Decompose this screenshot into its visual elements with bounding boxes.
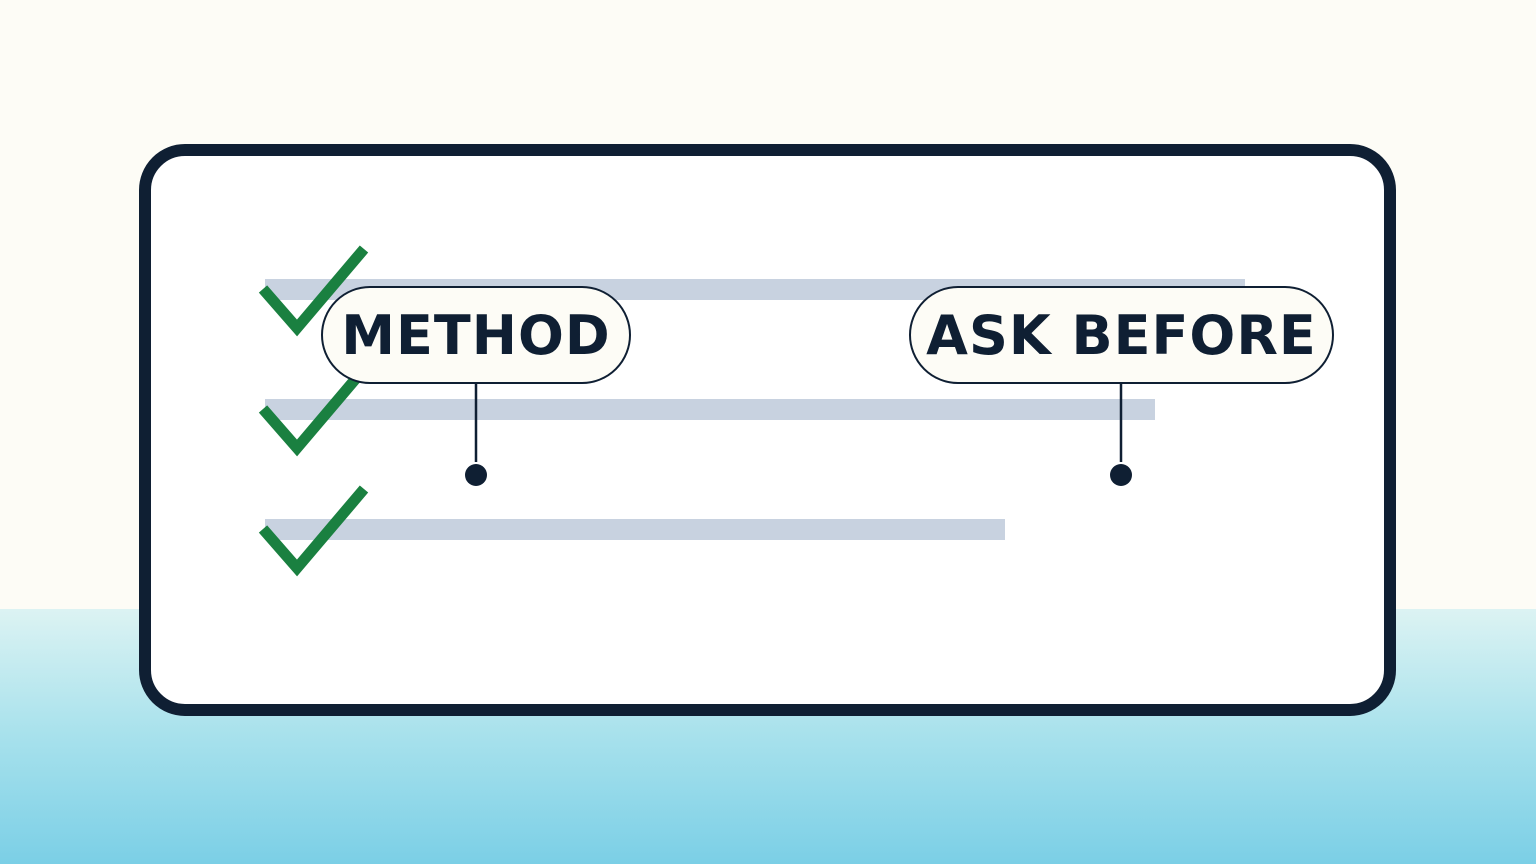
ask-before-connector-dot bbox=[1110, 464, 1132, 486]
checklist-line-3 bbox=[265, 519, 1005, 540]
checkmark-icon-3 bbox=[258, 485, 369, 577]
ask-before-label-pill: ASK BEFORE bbox=[909, 286, 1334, 384]
checkmark-icon-1 bbox=[258, 245, 369, 337]
checklist-line-2 bbox=[265, 399, 1155, 420]
method-label-pill: METHOD bbox=[321, 286, 631, 384]
method-connector-dot bbox=[465, 464, 487, 486]
method-label: METHOD bbox=[341, 303, 611, 367]
checkmark-icon-2 bbox=[258, 365, 369, 457]
ask-before-label: ASK BEFORE bbox=[926, 303, 1317, 367]
checklist-card bbox=[139, 144, 1396, 716]
